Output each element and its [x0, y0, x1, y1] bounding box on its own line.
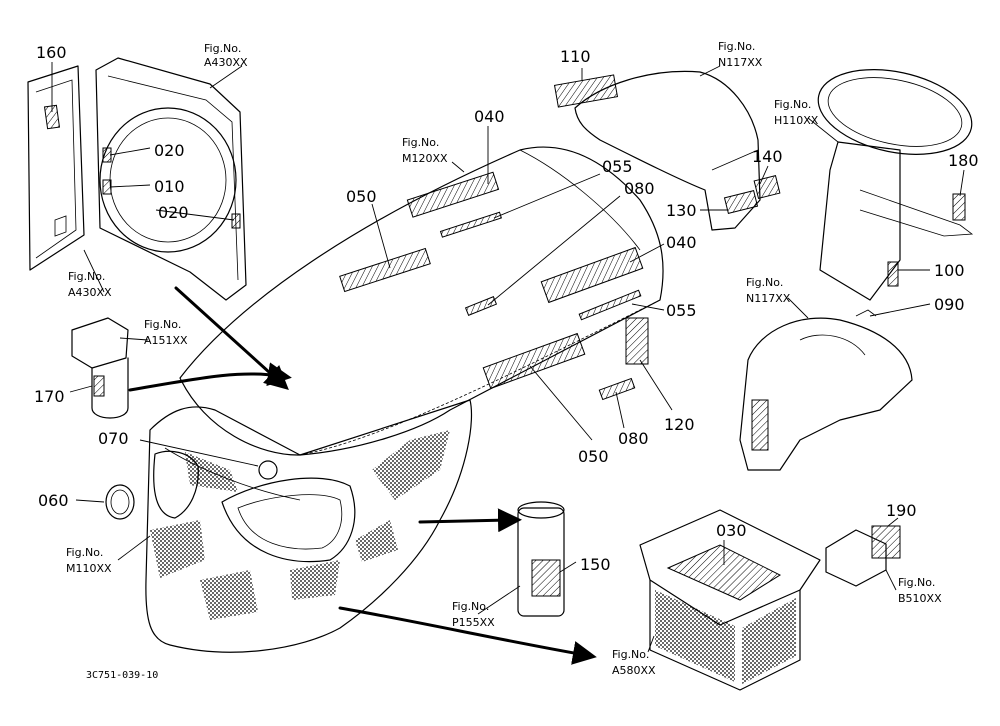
fig-label-a580: Fig.No. [612, 648, 649, 661]
fig-code-a580: A580XX [612, 664, 656, 677]
hood [179, 146, 664, 456]
callout-030: 030 [716, 521, 747, 540]
dash-cover [553, 70, 781, 231]
fig-label-m120: Fig.No. [402, 136, 439, 149]
callout-040b: 040 [666, 233, 697, 252]
radiator-shroud [95, 57, 247, 301]
callout-020b: 020 [158, 203, 189, 222]
battery [639, 509, 821, 691]
callout-140: 140 [752, 147, 783, 166]
fig-code-a151: A151XX [144, 334, 188, 347]
relay-box [825, 525, 901, 587]
hood-label-040a [406, 171, 500, 218]
fig-code-h110: H110XX [774, 114, 819, 127]
callout-170: 170 [34, 387, 65, 406]
fig-label-h110: Fig.No. [774, 98, 811, 111]
callout-120: 120 [664, 415, 695, 434]
hood-label-080a [464, 296, 498, 316]
fig-code-a430-top: A430XX [204, 56, 248, 69]
lower-dash-panel [739, 309, 913, 471]
callout-100: 100 [934, 261, 965, 280]
callout-110: 110 [560, 47, 591, 66]
callout-040a: 040 [474, 107, 505, 126]
fig-label-n117-top: Fig.No. [718, 40, 755, 53]
callout-160: 160 [36, 43, 67, 62]
emblem-060 [105, 484, 135, 520]
callout-055a: 055 [602, 157, 633, 176]
grille-decal-3 [290, 560, 340, 600]
callout-090: 090 [934, 295, 965, 314]
callout-020a: 020 [154, 141, 185, 160]
callout-130: 130 [666, 201, 697, 220]
callout-080a: 080 [624, 179, 655, 198]
grille-decal-5 [355, 520, 398, 562]
callout-180: 180 [948, 151, 979, 170]
fig-code-n117-mid: N117XX [746, 292, 791, 305]
hood-label-040b [540, 246, 644, 304]
leader-lines [51, 62, 965, 653]
callout-060: 060 [38, 491, 69, 510]
grille-decal-6 [185, 452, 238, 492]
hood-label-055b [578, 289, 642, 321]
fig-label-p155: Fig.No. [452, 600, 489, 613]
fig-label-a430-top: Fig.No. [204, 42, 241, 55]
fig-code-p155: P155XX [452, 616, 495, 629]
callout-070: 070 [98, 429, 129, 448]
steering-column [817, 69, 974, 301]
fig-code-a430-bottom: A430XX [68, 286, 112, 299]
hood-label-055a [439, 211, 502, 238]
fuel-filter [71, 317, 129, 419]
radiator-side-panel [27, 65, 85, 271]
callout-150: 150 [580, 555, 611, 574]
grille-decal-4 [372, 430, 450, 500]
callout-055b: 055 [666, 301, 697, 320]
fig-label-a430-bottom: Fig.No. [68, 270, 105, 283]
fig-label-b510: Fig.No. [898, 576, 935, 589]
fig-code-b510: B510XX [898, 592, 942, 605]
callout-010: 010 [154, 177, 185, 196]
hood-label-120 [625, 317, 649, 365]
fig-code-n117-top: N117XX [718, 56, 763, 69]
grille-decal-2 [200, 570, 258, 620]
callout-050b: 050 [578, 447, 609, 466]
fig-label-m110: Fig.No. [66, 546, 103, 559]
fuel-sender [517, 501, 565, 617]
fig-code-m110: M110XX [66, 562, 112, 575]
callout-080b: 080 [618, 429, 649, 448]
fig-code-m120: M120XX [402, 152, 448, 165]
callout-050a: 050 [346, 187, 377, 206]
grille-decal-1 [150, 520, 205, 578]
fig-label-a151: Fig.No. [144, 318, 181, 331]
hood-label-080b [598, 377, 636, 401]
hood-label-050b [482, 332, 586, 390]
front-grille [145, 399, 473, 653]
fig-label-n117-mid: Fig.No. [746, 276, 783, 289]
assembly-arrows [128, 286, 597, 665]
callout-190: 190 [886, 501, 917, 520]
drawing-code: 3C751-039-10 [86, 670, 158, 681]
hood-label-050a [339, 247, 431, 293]
